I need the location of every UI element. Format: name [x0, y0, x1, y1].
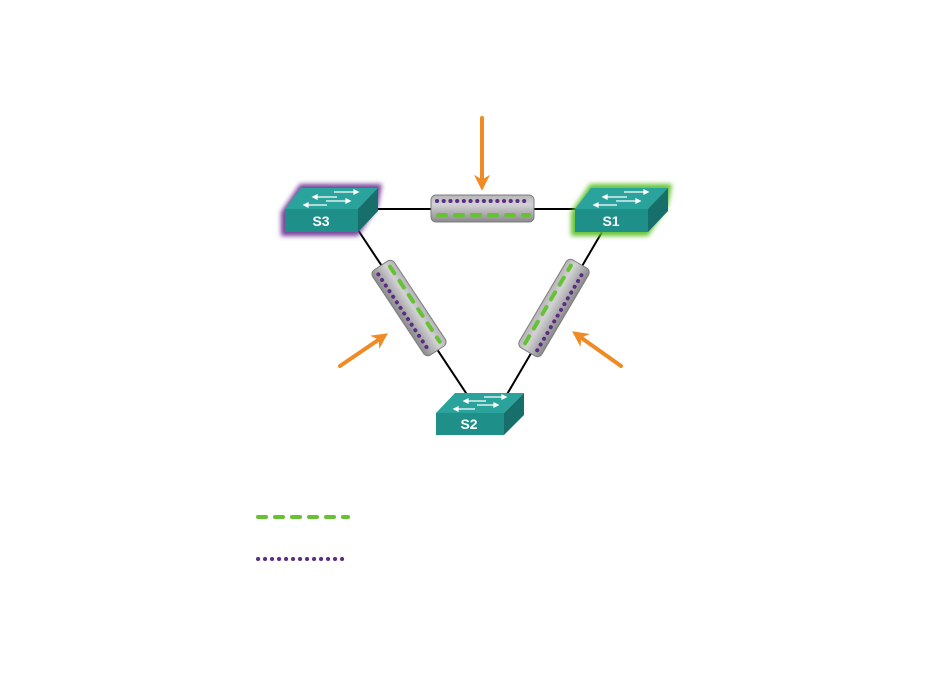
switch-s2[interactable]: S2: [436, 393, 524, 435]
switch-side: [358, 188, 378, 232]
trunk-s3-s1: [430, 194, 535, 223]
legend: [256, 515, 350, 561]
switch-label: S1: [602, 213, 619, 229]
vlan-green-dashed: [523, 263, 573, 346]
switch-side: [504, 393, 524, 435]
arrow-left-icon: [338, 333, 388, 368]
switch-arrows-icon: [592, 188, 650, 209]
switch-s3[interactable]: S3: [281, 184, 382, 236]
switch-face: [436, 413, 504, 435]
trunk-s3-s2: [371, 259, 447, 357]
switch-arrows-icon: [452, 393, 508, 413]
trunk-s1-s2: [518, 258, 590, 358]
arrows: [338, 116, 623, 368]
switch-side: [648, 188, 668, 232]
vlan-green-dashed: [388, 264, 442, 344]
switch-arrows-icon: [302, 188, 360, 209]
vlan-purple-dotted: [376, 272, 430, 352]
switch-label: S3: [312, 213, 329, 229]
switch-face: [575, 209, 648, 232]
arrow-right-icon: [572, 331, 623, 368]
switch-s1[interactable]: S1: [571, 184, 672, 236]
switch-label: S2: [460, 416, 477, 432]
vlan-purple-dotted: [535, 270, 585, 353]
switch-face: [285, 209, 358, 232]
